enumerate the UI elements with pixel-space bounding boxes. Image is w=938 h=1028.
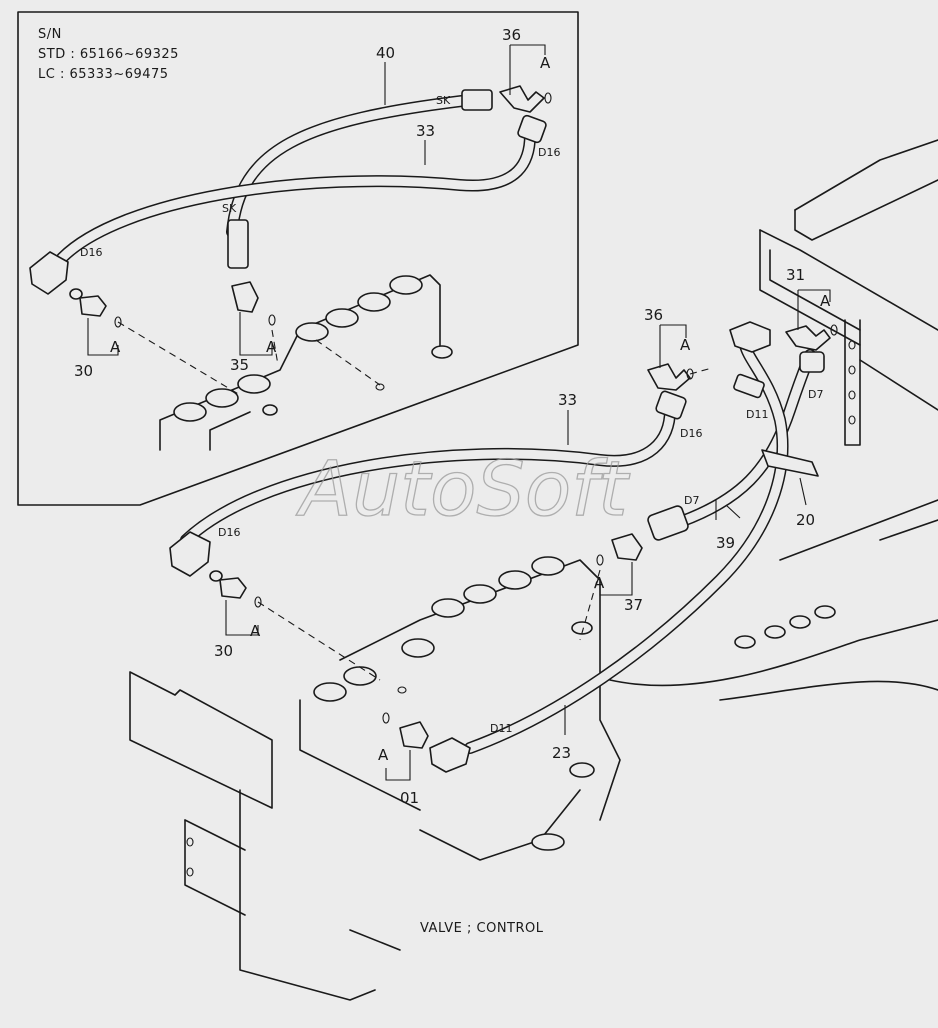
elbow-d16-right — [655, 390, 687, 420]
inset-elbow-d16-right — [517, 114, 547, 144]
hose-end-d7-top — [799, 351, 825, 373]
inset-label-fitting-36: 36 — [502, 26, 521, 44]
inset-label-sk-left: SK — [222, 202, 237, 215]
tee-fitting-31 — [785, 325, 831, 351]
inset-label-fitting-35: 35 — [230, 356, 249, 374]
inset-bracket-36 — [509, 44, 546, 95]
label-clamp-20: 20 — [796, 511, 815, 529]
label-d7-mid: D7 — [684, 494, 699, 507]
label-fitting-01: 01 — [400, 789, 419, 807]
leader-39 — [715, 500, 741, 520]
label-fitting-36: 36 — [644, 306, 663, 324]
inset-label-d16-right: D16 — [538, 146, 560, 159]
oring-36 — [686, 368, 694, 380]
hose-23 — [464, 339, 789, 754]
diagram-caption: VALVE ; CONTROL — [420, 921, 544, 936]
tee-fitting-36 — [647, 363, 691, 391]
adapter-37 — [611, 533, 643, 561]
inset-adapter-35 — [231, 281, 259, 313]
inset-port-left — [69, 288, 83, 300]
label-hose-39: 39 — [716, 534, 735, 552]
inset-label-hose-33: 33 — [416, 122, 435, 140]
inset-ref-a-36: A — [540, 54, 551, 72]
dash-30 — [257, 601, 381, 681]
lc-serial-range: LC : 65333~69475 — [38, 67, 169, 82]
dash-37 — [579, 569, 601, 641]
ref-a-01: A — [378, 746, 389, 764]
bracket-30 — [225, 600, 259, 636]
ref-a-37: A — [594, 574, 605, 592]
inset-label-hose-40: 40 — [376, 44, 395, 62]
port-oring-30 — [397, 686, 407, 694]
ref-a-30: A — [250, 622, 261, 640]
label-fitting-30: 30 — [214, 642, 233, 660]
label-hose-23: 23 — [552, 744, 571, 762]
inset-tee-fitting-36 — [499, 85, 545, 113]
label-d11-bottom: D11 — [490, 722, 512, 735]
watermark-text: AutoSoft — [295, 444, 631, 533]
control-valve-body — [129, 556, 621, 1001]
elbow-d11-bottom — [429, 737, 471, 773]
label-d7-top: D7 — [808, 388, 823, 401]
adapter-01 — [399, 721, 429, 749]
port-left — [209, 570, 223, 582]
ref-a-36: A — [680, 336, 691, 354]
hose-sleeve-d11 — [733, 373, 765, 399]
label-fitting-37: 37 — [624, 596, 643, 614]
inset-label-d16-left: D16 — [80, 246, 102, 259]
serial-label: S/N — [38, 27, 62, 42]
inset-bracket-35 — [239, 312, 273, 356]
oring-01 — [382, 712, 390, 724]
inset-ref-a-30: A — [110, 338, 121, 356]
inset-dash-30 — [117, 321, 241, 396]
inset-dash-port — [315, 339, 381, 386]
bracket-36 — [659, 324, 687, 368]
hose-end-d7-mid — [647, 505, 689, 541]
hose-33 — [180, 404, 676, 546]
inset-frame — [17, 11, 579, 506]
inset-oring-30 — [114, 316, 122, 328]
inset-adapter-30 — [79, 295, 107, 317]
inset-oring-35 — [268, 314, 276, 326]
label-fitting-31: 31 — [786, 266, 805, 284]
inset-control-valve — [159, 274, 453, 451]
inset-hose-end-sk-left — [227, 219, 249, 269]
elbow-d16-left — [169, 531, 211, 577]
inset-hose-40 — [226, 94, 476, 238]
label-hose-33: 33 — [558, 391, 577, 409]
inset-label-sk-top: SK — [436, 94, 451, 107]
leader-20 — [799, 477, 807, 506]
oring-31 — [830, 324, 838, 336]
inset-bracket-30 — [87, 318, 119, 356]
label-d11-top: D11 — [746, 408, 768, 421]
std-serial-range: STD : 65166~69325 — [38, 47, 179, 62]
inset-hose-33 — [56, 129, 536, 264]
machine-frame — [609, 139, 938, 701]
inset-hose-end-sk-top — [461, 89, 493, 111]
ref-a-31: A — [820, 292, 831, 310]
bracket-37 — [599, 562, 633, 596]
dash-36 — [689, 367, 713, 375]
hose-end-d11-top — [729, 321, 771, 353]
inset-port-oring — [375, 383, 385, 391]
inset-label-fitting-30: 30 — [74, 362, 93, 380]
oring-37 — [596, 554, 604, 566]
inset-elbow-d16-left — [29, 251, 69, 295]
label-d16-right: D16 — [680, 427, 702, 440]
inset-oring-36 — [544, 92, 552, 104]
hose-clamp-20 — [761, 449, 819, 477]
label-d16-left: D16 — [218, 526, 240, 539]
inset-ref-a-35: A — [266, 338, 277, 356]
adapter-30 — [219, 577, 247, 599]
oring-30 — [254, 596, 262, 608]
inset-dash-35 — [271, 329, 279, 366]
bracket-31 — [797, 289, 831, 330]
bracket-01 — [385, 750, 411, 781]
